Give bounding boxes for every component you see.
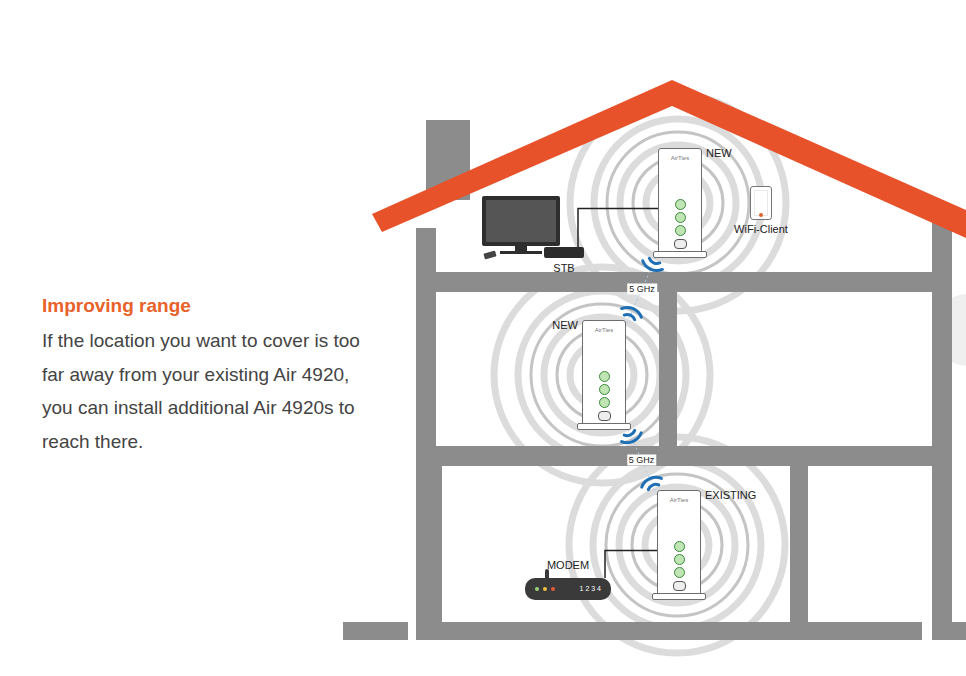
modem-box: MODEM1 2 3 4 (525, 578, 611, 600)
band-label: 5 GHz (627, 455, 657, 466)
brand-mark: AirTies (583, 327, 625, 334)
roof (372, 80, 966, 238)
device-label: WiFi-Client (734, 223, 788, 236)
body-text: If the location you want to cover is too… (42, 324, 362, 458)
device-label: MODEM (547, 559, 589, 572)
repeater-unit: EXISTINGAirTies (657, 490, 701, 600)
set-top-box: STB (544, 247, 584, 258)
wifi-wave (649, 258, 659, 263)
wps-button (598, 411, 611, 421)
status-light (674, 541, 685, 552)
wps-button (674, 239, 687, 249)
status-light (675, 225, 686, 236)
wifi-wave (622, 307, 642, 317)
status-light (599, 384, 610, 395)
device-stand (653, 251, 707, 258)
status-light (675, 199, 686, 210)
device-label: NEW (552, 319, 578, 332)
device-stand (652, 593, 706, 600)
wifi-wave (624, 430, 635, 435)
text-panel: Improving range If the location you want … (42, 292, 362, 458)
modem-light (543, 587, 547, 591)
status-light (674, 567, 685, 578)
modem-antenna (545, 569, 549, 578)
cable (578, 209, 658, 248)
heading: Improving range (42, 292, 362, 320)
repeater-unit: NEWAirTies (658, 148, 702, 258)
wifi-wave (622, 433, 642, 443)
tv-set (482, 196, 560, 259)
status-light (675, 212, 686, 223)
port-numbers: 1 2 3 4 (580, 585, 601, 593)
cable-line (605, 551, 657, 579)
repeater-unit: NEWAirTies (582, 320, 626, 430)
wifi-wave (642, 477, 662, 487)
wireless-link (622, 425, 662, 495)
status-light (599, 371, 610, 382)
wifi-wave (624, 314, 634, 319)
home-button (759, 213, 763, 217)
device-label: STB (553, 262, 574, 275)
brand-mark: AirTies (659, 155, 701, 162)
wps-button (673, 581, 686, 591)
device-label: NEW (706, 147, 732, 160)
status-light (599, 397, 610, 408)
band-label: 5 GHz (627, 284, 657, 295)
status-light (674, 554, 685, 565)
signal-rings (494, 95, 786, 653)
wireless-link (622, 253, 663, 325)
cable (605, 551, 657, 579)
tablet-icon: WiFi-Client (750, 186, 772, 220)
cable-line (578, 209, 658, 248)
device-label: EXISTING (705, 489, 756, 502)
brand-mark: AirTies (658, 497, 700, 504)
modem-light (535, 587, 539, 591)
wifi-wave (648, 484, 659, 489)
wifi-wave (643, 261, 663, 271)
modem-light (551, 587, 555, 591)
device-stand (577, 423, 631, 430)
